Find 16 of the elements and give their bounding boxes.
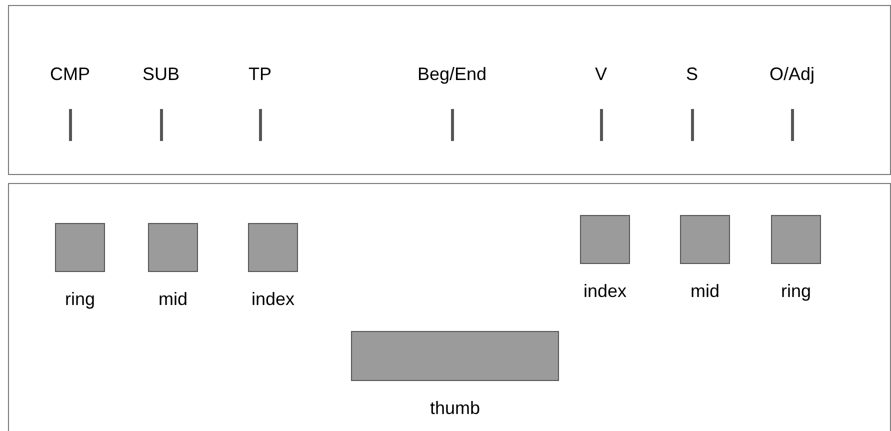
finger-label: thumb [430,397,480,419]
finger-label: index [583,280,627,302]
panel [8,5,891,175]
column-label: V [594,63,607,85]
panel [8,183,891,431]
finger-label: index [251,288,295,310]
column-label: CMP [50,63,90,85]
column-label: O/Adj [769,63,815,85]
finger-label: ring [65,288,95,310]
column-label: Beg/End [417,63,487,85]
finger-label: mid [690,280,720,302]
finger-label: mid [158,288,188,310]
column-label: SUB [142,63,180,85]
column-label: S [686,63,698,85]
column-label: TP [248,63,272,85]
finger-label: ring [781,280,811,302]
